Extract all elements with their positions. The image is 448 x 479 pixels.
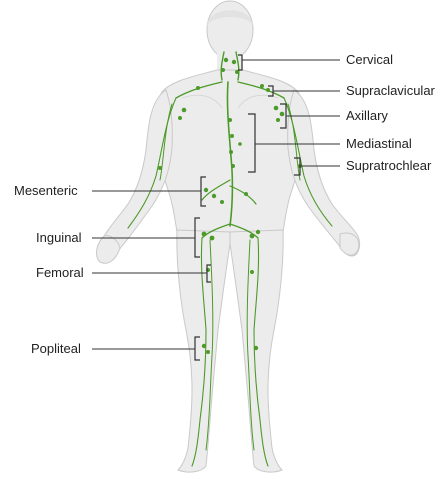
- label-inguinal: Inguinal: [36, 230, 82, 245]
- label-axillary: Axillary: [346, 108, 388, 123]
- head: [207, 1, 253, 59]
- human-body-silhouette: [97, 1, 360, 472]
- label-popliteal: Popliteal: [31, 341, 81, 356]
- label-cervical: Cervical: [346, 52, 393, 67]
- label-mesenteric: Mesenteric: [14, 183, 78, 198]
- label-mediastinal: Mediastinal: [346, 136, 412, 151]
- label-supratrochlear: Supratrochlear: [346, 158, 432, 173]
- label-femoral: Femoral: [36, 265, 84, 280]
- label-supraclavicular: Supraclavicular: [346, 83, 436, 98]
- left-leg: [230, 230, 283, 472]
- right-leg: [177, 230, 230, 472]
